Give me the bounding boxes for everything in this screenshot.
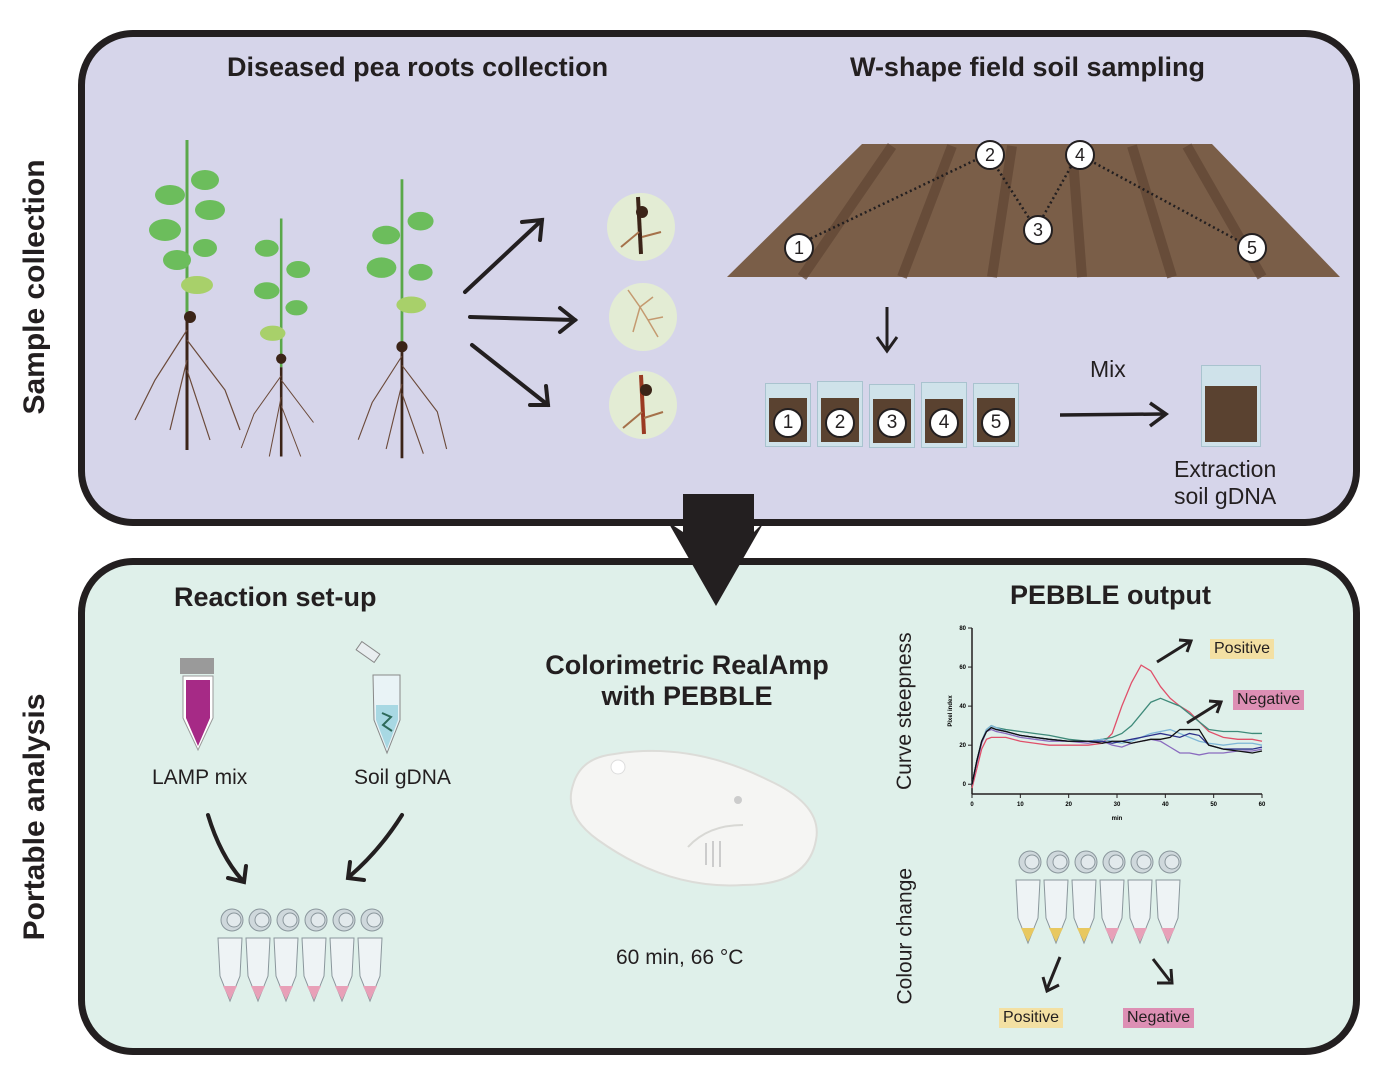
pea-plant-icon (240, 218, 314, 457)
side-label-sample-collection: Sample collection (18, 159, 51, 415)
chart-negative-tag: Negative (1233, 690, 1305, 710)
pea-plant-icon (357, 179, 448, 459)
side-label-portable-analysis: Portable analysis (18, 693, 51, 941)
pcr-tube (1043, 850, 1070, 945)
root-sample-icon (609, 283, 677, 351)
pcr-tube (357, 908, 384, 1003)
root-sample-icon (609, 371, 677, 439)
pebble-device-icon (569, 749, 818, 887)
y-tick-label: 40 (959, 704, 966, 710)
extraction-label-line2: soil gDNA (1174, 483, 1277, 509)
soil-bag: 1 (765, 383, 811, 447)
x-tick-label: 60 (1259, 802, 1266, 808)
series-line-red (971, 664, 1263, 789)
pea-plant-icon (134, 140, 241, 450)
positive-pointer-arrow-icon (1156, 638, 1194, 664)
arrow-down-icon (875, 307, 899, 354)
soil-gdna-label: Soil gDNA (354, 766, 451, 789)
x-tick-label: 20 (1065, 802, 1072, 808)
x-tick-label: 40 (1162, 802, 1169, 808)
pea-plants-illustration (134, 140, 448, 459)
tube-strip-icon (217, 908, 384, 1003)
pcr-tube (1071, 850, 1098, 945)
y-tick-label: 60 (959, 665, 966, 671)
soil-bag: 5 (973, 383, 1019, 447)
pebble-output-title: PEBBLE output (1010, 580, 1211, 610)
mix-label: Mix (1090, 356, 1126, 382)
root-sample-icon (607, 193, 675, 261)
sampling-point: 5 (1237, 233, 1267, 263)
soil-bag: 4 (921, 382, 967, 448)
pcr-tube (217, 908, 244, 1003)
bag-number: 2 (825, 408, 855, 438)
arrow-right-icon (1059, 401, 1169, 428)
y-tick-label: 80 (959, 626, 966, 632)
pcr-tube (1155, 850, 1182, 945)
soil-bag: 2 (817, 381, 863, 447)
sampling-point: 4 (1065, 140, 1095, 170)
result-negative-tag: Negative (1123, 1008, 1195, 1028)
device-title-line1: Colorimetric RealAmp (545, 650, 829, 680)
sampling-point: 3 (1023, 215, 1053, 245)
y-tick-label: 20 (959, 743, 966, 749)
series-line-purple (971, 728, 1263, 785)
soil-gdna-tube-icon (355, 640, 401, 755)
colour-change-label: Colour change (893, 867, 917, 1005)
sampling-point: 2 (975, 140, 1005, 170)
pcr-tube (1127, 850, 1154, 945)
result-tube-strip-icon (1015, 850, 1182, 945)
run-conditions: 60 min, 66 °C (616, 946, 744, 969)
result-arrows-icon (1041, 956, 1174, 994)
sampling-point: 1 (784, 233, 814, 263)
result-positive-tag: Positive (999, 1008, 1064, 1028)
lamp-mix-tube-icon (180, 658, 214, 752)
y-tick-label: 0 (963, 782, 967, 788)
fan-arrows-icon (463, 217, 579, 407)
sample-collection-panel (78, 30, 1360, 526)
x-tick-label: 50 (1210, 802, 1217, 808)
extraction-label-line1: Extraction (1174, 456, 1277, 482)
pcr-tube (273, 908, 300, 1003)
device-title: Colorimetric RealAmp with PEBBLE (528, 650, 846, 712)
y-axis-label: Pixel index (948, 695, 954, 727)
pcr-tube (1015, 850, 1042, 945)
pcr-tube (1099, 850, 1126, 945)
reaction-setup-title: Reaction set-up (174, 582, 377, 612)
pcr-tube (301, 908, 328, 1003)
bag-number: 3 (877, 408, 907, 438)
extraction-label: Extraction soil gDNA (1174, 456, 1276, 510)
soil-bag: 3 (869, 384, 915, 448)
bag-number: 5 (981, 408, 1011, 438)
soil-sampling-title: W-shape field soil sampling (850, 52, 1206, 82)
amplification-chart: 0 20 40 60 80 0 10 20 30 40 50 60 min Pixel index (948, 626, 1266, 822)
bag-number: 4 (929, 408, 959, 438)
chart-positive-tag: Positive (1210, 639, 1275, 659)
down-arrow-icon (668, 494, 764, 606)
x-tick-label: 30 (1114, 802, 1121, 808)
pcr-tube (329, 908, 356, 1003)
pcr-tube (245, 908, 272, 1003)
bag-number: 1 (773, 408, 803, 438)
device-title-line2: with PEBBLE (601, 681, 773, 711)
negative-pointer-arrow-icon (1186, 699, 1224, 725)
converge-arrows-icon (206, 813, 404, 885)
x-tick-label: 0 (970, 802, 974, 808)
mixed-soil-bag (1201, 365, 1261, 447)
x-tick-label: 10 (1017, 802, 1024, 808)
soil-field-illustration (727, 143, 1340, 280)
series-line-black (971, 726, 1263, 785)
curve-steepness-label: Curve steepness (893, 632, 916, 790)
lamp-mix-label: LAMP mix (152, 766, 248, 789)
roots-collection-title: Diseased pea roots collection (227, 52, 609, 82)
x-axis-label: min (1112, 816, 1123, 822)
